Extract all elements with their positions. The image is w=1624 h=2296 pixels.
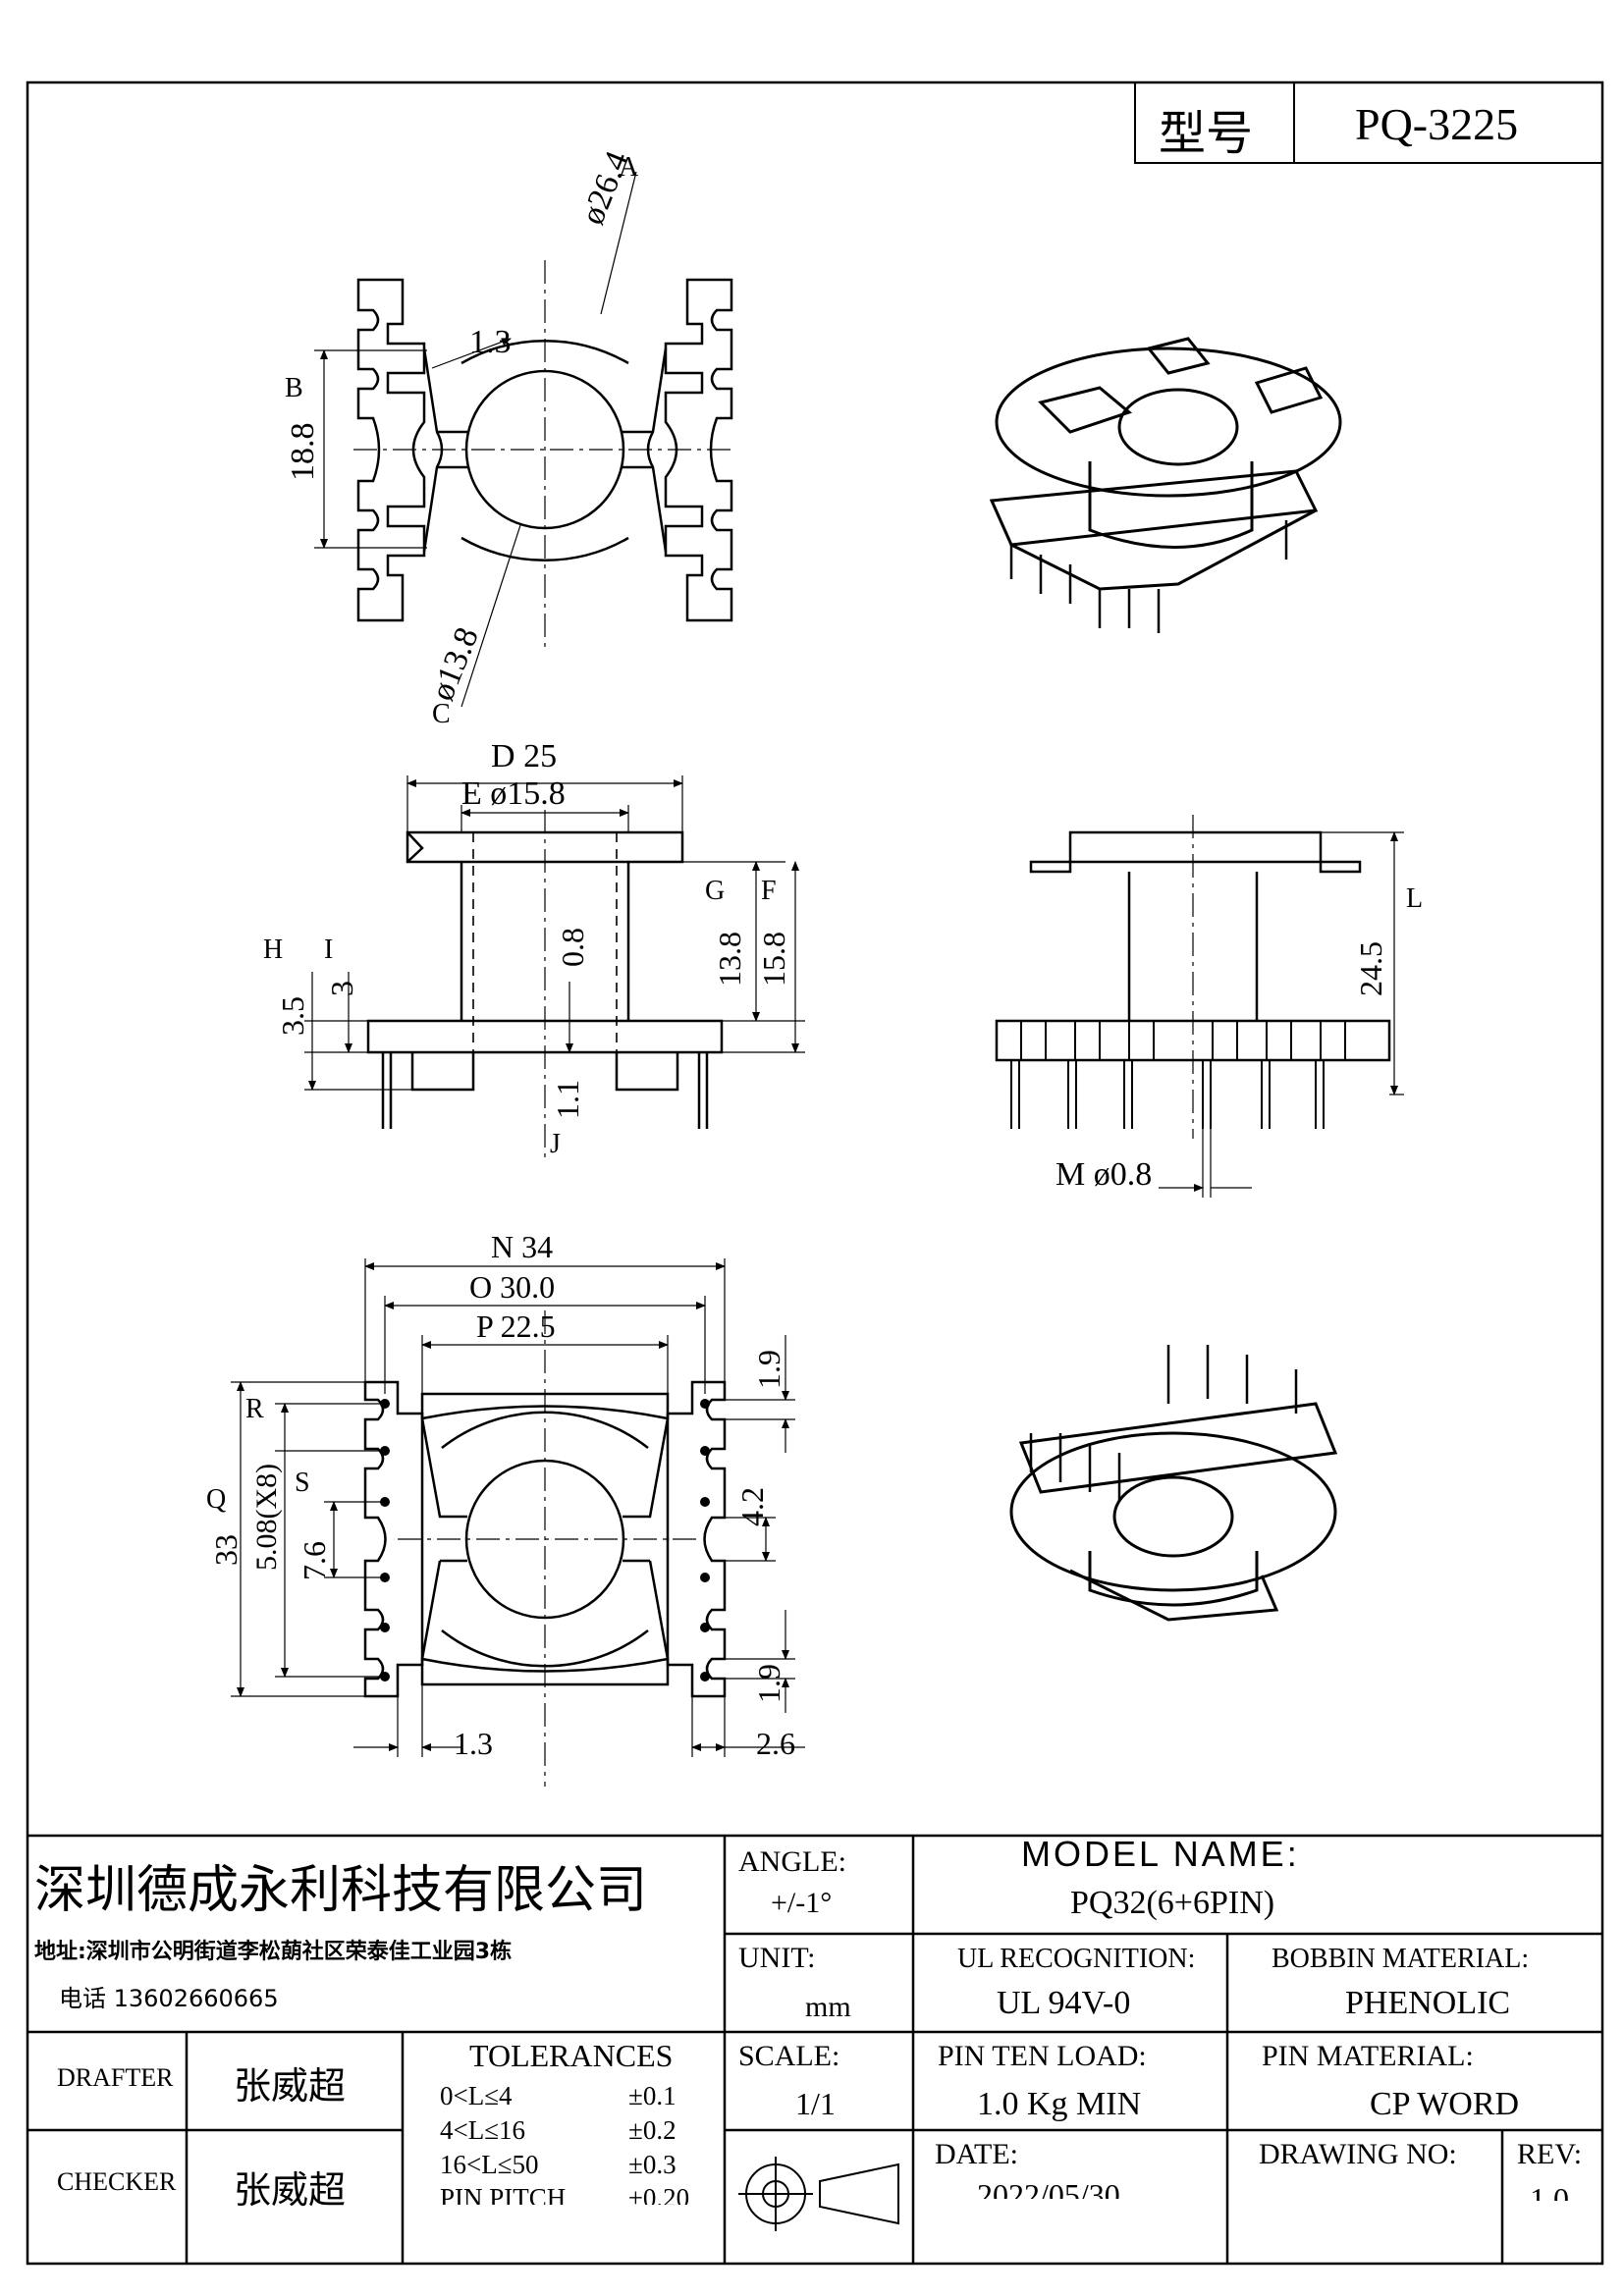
sheet-border (26, 80, 1604, 2266)
pin-ten-load-label: PIN TEN LOAD: (938, 2040, 1147, 2072)
unit-label: UNIT: (738, 1942, 816, 1974)
company-phone: 电话 13602660665 (59, 1985, 279, 2012)
callout-letter: Q (206, 1484, 227, 1515)
checker-name: 张威超 (234, 2168, 347, 2212)
model-name-value: PQ32(6+6PIN) (1070, 1885, 1275, 1921)
model-box-value: PQ-3225 (1355, 99, 1519, 149)
rev-label: REV: (1517, 2138, 1583, 2170)
callout-letter: C (432, 699, 451, 729)
model-name-label: MODEL NAME: (1021, 1834, 1300, 1874)
bobbin-material-label: BOBBIN MATERIAL: (1272, 1944, 1530, 1974)
model-box-label: 型号 (1159, 106, 1254, 161)
dim-j-text: 1.1 (550, 1080, 585, 1119)
dim-d: D 25 (491, 738, 558, 774)
tolerance-value: ±0.1 (628, 2081, 677, 2110)
dim-m: M ø0.8 (1056, 1156, 1153, 1193)
rev-value-clipped: 1.0 (1512, 2181, 1600, 2201)
bobbin-material-value: PHENOLIC (1345, 1985, 1511, 2021)
callout-letter: A (619, 152, 639, 183)
callout-letter: J (550, 1129, 561, 1159)
tolerance-range: 0<L≤4 (440, 2081, 513, 2110)
checker-label: CHECKER (57, 2167, 177, 2196)
dim-1-9-top: 1.9 (751, 1350, 786, 1389)
callout-letter: I (324, 934, 334, 965)
callout-letter: B (285, 373, 303, 403)
callout-letter: L (1406, 883, 1424, 914)
bottom-view (231, 1258, 805, 1787)
angle-value: +/-1° (771, 1887, 833, 1919)
tolerance-range: PIN PITCH (440, 2183, 567, 2205)
ul-label: UL RECOGNITION: (957, 1944, 1196, 1974)
tolerance-row-clipped: PIN PITCH ±0.20 (432, 2181, 723, 2205)
dim-q-text: 33 (208, 1534, 244, 1566)
dim-r-text: 5.08(X8) (250, 1463, 283, 1571)
dim-0-8-front: 0.8 (555, 928, 590, 967)
ul-value: UL 94V-0 (997, 1985, 1131, 2021)
side-view (995, 815, 1404, 1198)
pin-ten-load-value: 1.0 Kg MIN (977, 2086, 1142, 2122)
isometric-view-bottom (1009, 1345, 1338, 1622)
tolerance-value: ±0.2 (628, 2115, 677, 2145)
dim-4-2: 4.2 (734, 1487, 770, 1526)
scale-value: 1/1 (795, 2086, 836, 2121)
tolerance-value: ±0.20 (628, 2183, 690, 2205)
tolerance-range: 4<L≤16 (440, 2115, 526, 2145)
callout-letter: S (295, 1468, 310, 1498)
unit-value: mm (805, 1991, 851, 2023)
top-view (314, 171, 736, 708)
tolerance-range: 16<L≤50 (440, 2150, 539, 2179)
drawing-no-label: DRAWING NO: (1259, 2138, 1457, 2170)
projection-symbol-icon (738, 2157, 899, 2231)
tolerances-title: TOLERANCES (469, 2038, 674, 2073)
dim-2-6: 2.6 (756, 1726, 795, 1761)
isometric-view-top (989, 337, 1342, 633)
dim-i-text: 3 (324, 981, 359, 996)
callout-letter: R (245, 1394, 264, 1424)
dim-l-text: 24.5 (1353, 941, 1388, 996)
dim-p: P 22.5 (476, 1308, 556, 1344)
angle-label: ANGLE: (738, 1845, 846, 1878)
callout-letter: G (705, 876, 726, 906)
title-block-grid (27, 1834, 1602, 2264)
dim-h-text: 3.5 (275, 996, 310, 1036)
callout-letter: F (761, 876, 777, 906)
company-name: 深圳德成永利科技有限公司 (34, 1861, 648, 1920)
callout-letter: H (263, 934, 284, 965)
drafter-label: DRAFTER (57, 2063, 174, 2092)
dim-1-3-bottom: 1.3 (454, 1726, 493, 1761)
date-label: DATE: (935, 2138, 1018, 2170)
pin-material-label: PIN MATERIAL: (1262, 2040, 1474, 2072)
dim-o: O 30.0 (469, 1269, 556, 1305)
tolerance-value: ±0.3 (628, 2150, 677, 2179)
front-view (304, 775, 805, 1158)
company-address: 地址:深圳市公明街道李松蓢社区荣泰佳工业园3栋 (34, 1940, 513, 1964)
dim-1-9-bottom: 1.9 (751, 1664, 786, 1703)
model-box (1134, 81, 1603, 164)
dim-g-text: 13.8 (712, 932, 747, 987)
dim-s-text: 7.6 (297, 1541, 332, 1580)
dim-e: E ø15.8 (461, 775, 566, 812)
dim-1-3-top: 1.3 (469, 324, 512, 360)
date-value-clipped: 2022/05/30 (923, 2177, 1218, 2199)
date-value: 2022/05/30 (977, 2177, 1120, 2199)
pin-material-value: CP WORD (1370, 2086, 1520, 2122)
scale-label: SCALE: (738, 2040, 840, 2072)
dim-b-text: 18.8 (285, 422, 321, 482)
rev-value: 1.0 (1530, 2181, 1569, 2201)
dim-f-text: 15.8 (756, 932, 791, 987)
drafter-name: 张威超 (234, 2064, 347, 2108)
dim-n: N 34 (491, 1229, 554, 1264)
